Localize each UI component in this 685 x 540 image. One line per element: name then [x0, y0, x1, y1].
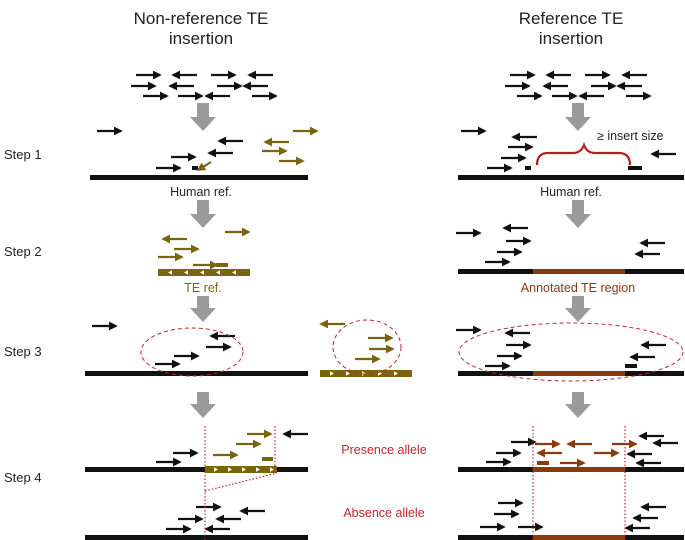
- presence-allele-label: Presence allele: [341, 443, 427, 457]
- read-stubs: [192, 166, 642, 368]
- cluster-ellipse-te: [332, 319, 402, 375]
- reads-te: [158, 126, 395, 460]
- flow-arrow-left-4: [190, 392, 216, 418]
- flow-arrow-right-2: [565, 200, 591, 228]
- human-ref-bar-left-step3: [85, 371, 308, 376]
- right-header-line1: Reference TE: [519, 9, 624, 28]
- te-region-right-step2: [533, 269, 625, 274]
- annotated-te-region-label: Annotated TE region: [521, 281, 635, 295]
- human-ref-bar-left-absence: [85, 535, 308, 540]
- flow-arrow-right-4: [565, 392, 591, 418]
- flow-arrow-left-2: [190, 200, 216, 228]
- reads-te-region: [535, 439, 638, 468]
- te-insert-chevrons: [214, 467, 274, 472]
- te-region-right-step4-top: [533, 467, 625, 472]
- step-1-label: Step 1: [4, 147, 42, 162]
- step-4-label: Step 4: [4, 470, 42, 485]
- left-header-line1: Non-reference TE: [134, 9, 269, 28]
- flow-arrow-right-1: [565, 103, 591, 131]
- flow-arrow-left-1: [190, 103, 216, 131]
- te-region-right-step3: [533, 371, 625, 376]
- step-3-label: Step 3: [4, 344, 42, 359]
- te-ref-bar-step2: [158, 269, 250, 276]
- te-region-right-step4-bottom: [533, 535, 625, 540]
- flow-arrows: [190, 103, 591, 418]
- reads-black: [92, 70, 678, 534]
- te-ref-label: TE ref.: [184, 281, 222, 295]
- te-read-stubs: [216, 263, 273, 461]
- right-header-line2: insertion: [539, 29, 603, 48]
- breakpoint-lines: [204, 426, 626, 540]
- flow-arrow-left-3: [190, 296, 216, 322]
- human-ref-bar-right-step1: [458, 175, 684, 180]
- reference-bars: [85, 175, 684, 540]
- human-ref-bar-left-presence: [85, 467, 308, 472]
- insert-size-label: ≥ insert size: [597, 129, 664, 143]
- step-2-label: Step 2: [4, 244, 42, 259]
- human-ref-bar-left-step1: [90, 175, 308, 180]
- te-region-read-stub: [537, 461, 549, 465]
- human-ref-label-left: Human ref.: [170, 185, 232, 199]
- cluster-ellipses: [140, 319, 684, 382]
- insert-size-brace: [535, 141, 632, 166]
- cluster-ellipse-left: [140, 327, 244, 377]
- human-ref-label-right: Human ref.: [540, 185, 602, 199]
- flow-arrow-right-3: [565, 296, 591, 322]
- cluster-ellipse-right: [458, 322, 684, 382]
- left-header-line2: insertion: [169, 29, 233, 48]
- absence-allele-label: Absence allele: [343, 506, 424, 520]
- te-insert-left-presence: [205, 466, 277, 473]
